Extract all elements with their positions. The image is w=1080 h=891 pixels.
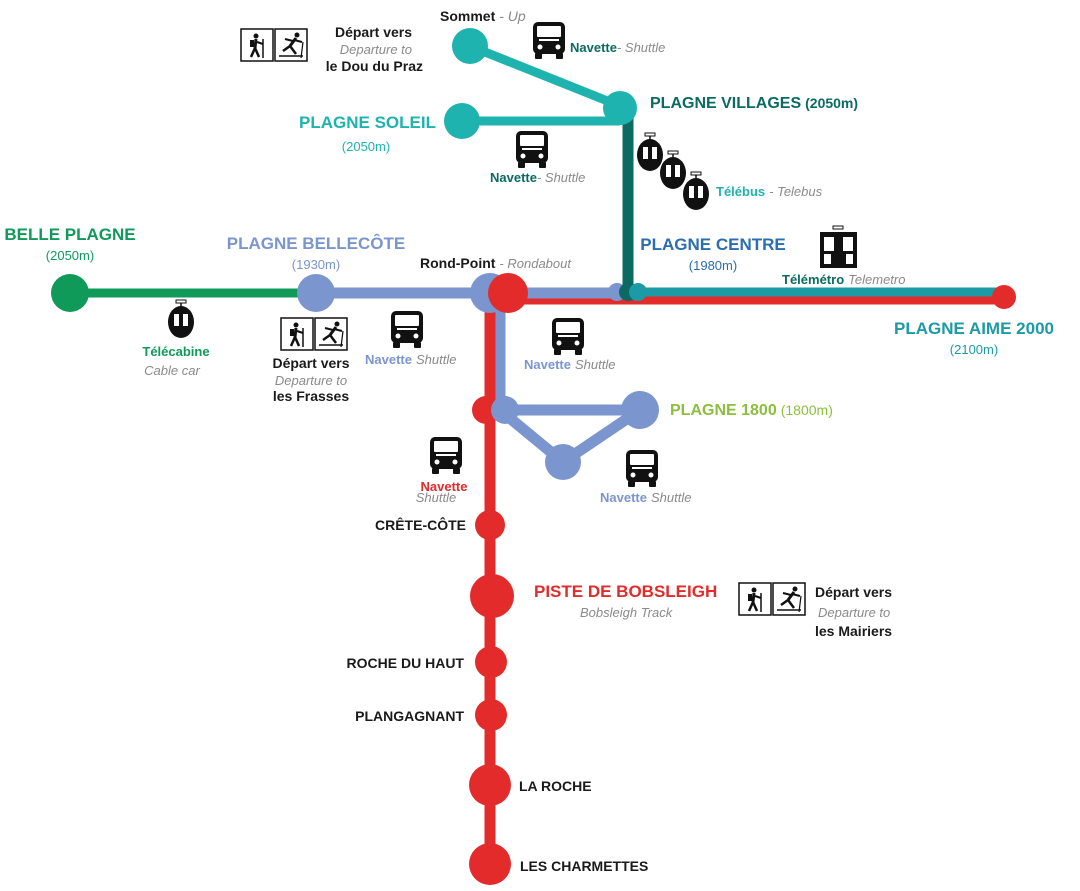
hiking-skiing-icon — [737, 581, 807, 617]
label-plagne-centre: PLAGNE CENTRE — [640, 235, 785, 254]
hiking-skiing-icon — [239, 27, 309, 63]
alt-plagne-soleil: (2050m) — [342, 139, 390, 154]
label-rond-point: Rond-Point- Rondabout — [420, 255, 572, 271]
dot-piste-bobsleigh[interactable] — [470, 574, 514, 618]
label-les-charmettes: LES CHARMETTES — [520, 858, 648, 874]
dep-dou-l3: le Dou du Praz — [326, 58, 423, 74]
station-dots — [51, 28, 1016, 885]
label-plagne-villages: PLAGNE VILLAGES(2050m) — [650, 95, 858, 112]
label-plagne-bellecote: PLAGNE BELLECÔTE — [227, 234, 406, 253]
shuttle-red-sub: Shuttle — [416, 490, 456, 505]
telemetro-icon — [820, 225, 857, 268]
bus-icon — [533, 22, 565, 59]
telecabine-label: Télécabine — [142, 344, 209, 359]
labels: Sommet- Up Départ vers Departure to le D… — [4, 8, 1054, 874]
label-plangagnant: PLANGAGNANT — [355, 708, 464, 724]
dep-mairiers-l3: les Mairiers — [815, 623, 892, 639]
dep-frasses-l3: les Frasses — [273, 388, 349, 404]
alt-plagne-bellecote: (1930m) — [292, 257, 340, 272]
dep-frasses-l2: Departure to — [275, 373, 347, 388]
dot-rond-point-red[interactable] — [488, 273, 528, 313]
label-plagne-soleil: PLAGNE SOLEIL — [299, 113, 436, 132]
shuttle-top: Navette- Shuttle — [570, 40, 665, 55]
label-sommet: Sommet- Up — [440, 8, 526, 24]
label-roche-du-haut: ROCHE DU HAUT — [347, 655, 465, 671]
bus-icon — [552, 318, 584, 355]
gondola-icon — [682, 171, 710, 211]
label-belle-plagne: BELLE PLAGNE — [4, 225, 135, 244]
telecabine-sub: Cable car — [144, 363, 200, 378]
dot-sommet[interactable] — [452, 28, 488, 64]
dot-plagne-bellecote[interactable] — [297, 274, 335, 312]
dep-frasses-l1: Départ vers — [272, 355, 349, 371]
sommet-sub: - Up — [499, 8, 526, 24]
bus-icon — [516, 131, 548, 168]
dot-plangagnant[interactable] — [475, 699, 507, 731]
sommet-name: Sommet — [440, 8, 496, 24]
bus-icon — [430, 437, 462, 474]
dep-mairiers-l1: Départ vers — [815, 584, 892, 600]
dot-plagne-centre-c[interactable] — [629, 283, 647, 301]
alt-belle-plagne: (2050m) — [46, 248, 94, 263]
dot-plagne-soleil[interactable] — [444, 103, 480, 139]
gondola-icon — [167, 299, 195, 339]
dot-plagne-aime[interactable] — [992, 285, 1016, 309]
dep-mairiers-l2: Departure to — [818, 605, 890, 620]
dot-plagne-1800[interactable] — [621, 391, 659, 429]
dep-dou-l1: Départ vers — [335, 24, 412, 40]
dot-roche-du-haut[interactable] — [475, 646, 507, 678]
dot-belle-plagne[interactable] — [51, 274, 89, 312]
dot-la-roche[interactable] — [469, 764, 511, 806]
gondola-icon — [659, 150, 687, 190]
label-plagne-aime: PLAGNE AIME 2000 — [894, 319, 1054, 338]
label-piste-bobsleigh: PISTE DE BOBSLEIGH — [534, 582, 717, 601]
teal-line-sommet — [468, 41, 622, 111]
shuttle-soleil: Navette- Shuttle — [490, 170, 585, 185]
bus-icon — [626, 450, 658, 487]
alt-plagne-centre: (1980m) — [689, 258, 737, 273]
dep-dou-l2: Departure to — [340, 42, 412, 57]
label-crete-cote: CRÊTE-CÔTE — [375, 516, 466, 533]
bus-icon — [391, 311, 423, 348]
dot-junction-blue[interactable] — [491, 396, 519, 424]
icons — [167, 22, 857, 617]
label-plagne-1800: PLAGNE 1800(1800m) — [670, 402, 833, 419]
gondola-icon — [636, 132, 664, 172]
dot-les-charmettes[interactable] — [469, 843, 511, 885]
sub-piste-bobsleigh: Bobsleigh Track — [580, 605, 674, 620]
shuttle-red: Navette — [421, 479, 468, 494]
alt-plagne-aime: (2100m) — [950, 342, 998, 357]
dot-crete-cote[interactable] — [475, 510, 505, 540]
lines — [70, 41, 1005, 865]
telebus-label: Télébus- Telebus — [716, 184, 823, 199]
label-la-roche: LA ROCHE — [519, 778, 592, 794]
dot-1800-bottom[interactable] — [545, 444, 581, 480]
hiking-skiing-icon — [279, 316, 349, 352]
dot-plagne-villages[interactable] — [603, 91, 637, 125]
